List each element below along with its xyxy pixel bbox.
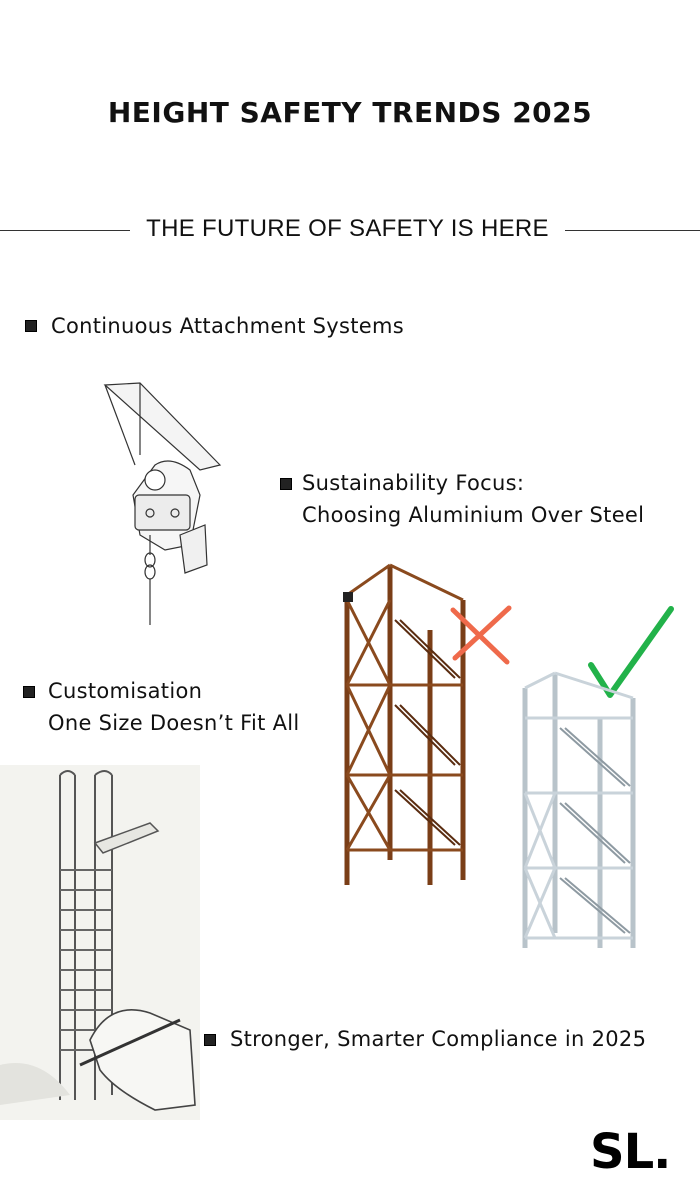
ladder-sketch-illustration	[0, 765, 200, 1120]
page-title: HEIGHT SAFETY TRENDS 2025	[107, 96, 593, 129]
bullet-line: Stronger, Smarter Compliance in 2025	[230, 1027, 647, 1051]
check-mark-icon	[588, 606, 674, 698]
bullet-line: Choosing Aluminium Over Steel	[302, 503, 645, 527]
bullet-square-icon	[204, 1034, 216, 1046]
divider-left	[0, 230, 130, 231]
subtitle-row: THE FUTURE OF SAFETY IS HERE	[0, 212, 700, 248]
steel-stair-tower-illustration	[343, 563, 466, 885]
bullet-compliance: Stronger, Smarter Compliance in 2025	[230, 1023, 646, 1055]
bullet-continuous-attachment: Continuous Attachment Systems	[51, 310, 404, 342]
bullet-sustainability: Sustainability Focus: Choosing Aluminium…	[302, 467, 644, 531]
bullet-line: One Size Doesn’t Fit All	[48, 711, 300, 735]
aluminium-stair-tower-illustration	[522, 671, 636, 948]
bullet-square-icon	[25, 320, 37, 332]
continuous-attachment-illustration	[103, 382, 222, 625]
bullet-square-icon	[280, 478, 292, 490]
subtitle: THE FUTURE OF SAFETY IS HERE	[146, 215, 549, 242]
bullet-line: Continuous Attachment Systems	[51, 314, 405, 338]
brand-logo: SL.	[590, 1124, 671, 1180]
bullet-line: Sustainability Focus:	[302, 471, 525, 495]
bullet-customisation: Customisation One Size Doesn’t Fit All	[48, 675, 300, 739]
bullet-line: Customisation	[48, 679, 203, 703]
divider-right	[565, 230, 700, 231]
bullet-square-icon	[23, 686, 35, 698]
cross-mark-icon	[450, 605, 512, 665]
